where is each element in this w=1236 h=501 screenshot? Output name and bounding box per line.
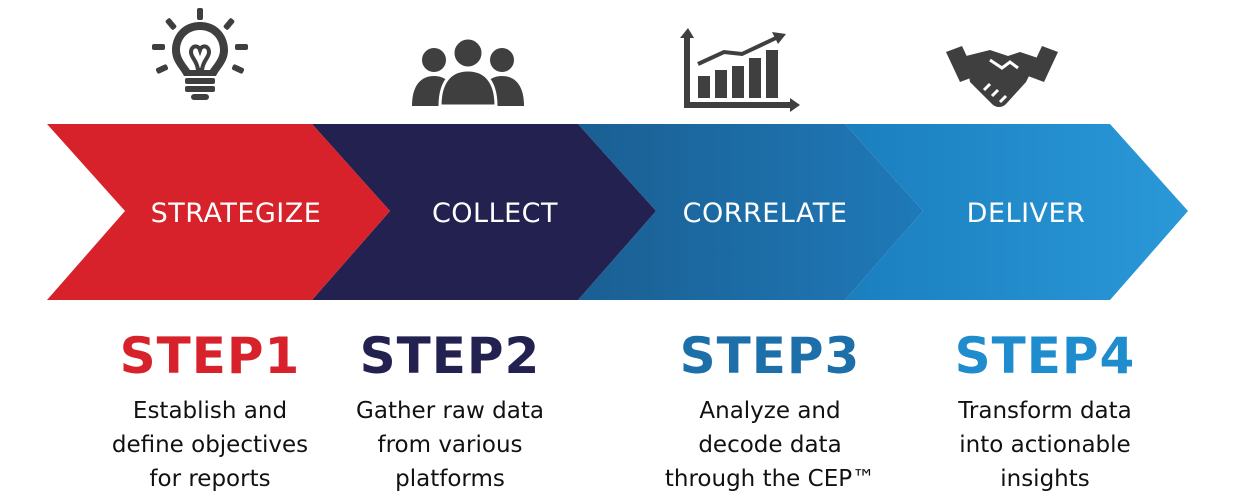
step-title-3: STEP3 <box>679 327 861 385</box>
band-label-deliver: DELIVER <box>967 198 1086 229</box>
step-description-3: Analyze and decode data through the CEP™ <box>664 398 876 492</box>
band-label-correlate: CORRELATE <box>683 198 848 229</box>
bar-chart-icon <box>680 28 800 112</box>
step-description-2: Gather raw data from various platforms <box>356 398 544 492</box>
step-title-1: STEP1 <box>119 327 301 385</box>
chevron-deliver <box>845 124 1188 300</box>
step-title-4: STEP4 <box>954 327 1136 385</box>
step-title-2: STEP2 <box>359 327 541 385</box>
step-description-4: Transform data into actionable insights <box>958 398 1132 492</box>
chevron-strategize <box>47 124 390 300</box>
chevron-correlate <box>578 124 923 300</box>
band-label-collect: COLLECT <box>432 198 558 229</box>
chevron-collect <box>312 124 656 300</box>
step-description-1: Establish and define objectives for repo… <box>111 398 309 492</box>
handshake-icon <box>946 46 1058 107</box>
lightbulb-icon <box>152 8 248 100</box>
band-label-strategize: STRATEGIZE <box>151 198 322 229</box>
people-icon <box>412 36 524 106</box>
